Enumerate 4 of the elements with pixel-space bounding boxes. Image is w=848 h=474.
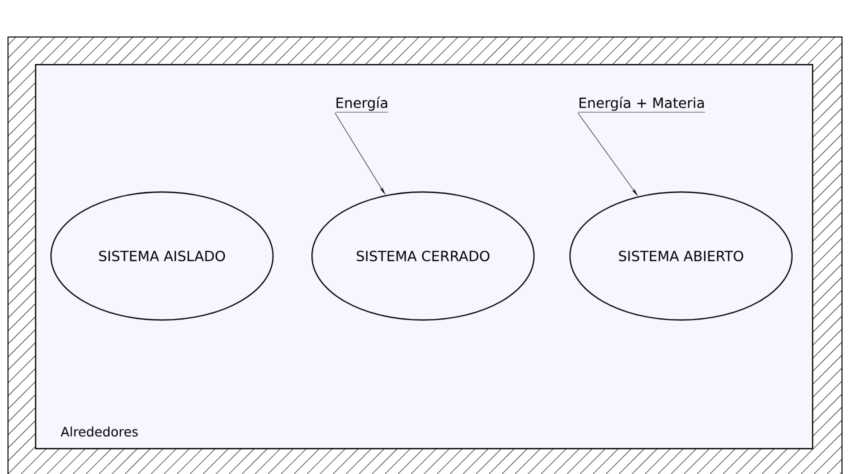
callout-label: Energía [335, 96, 389, 112]
leader-arrow [578, 112, 638, 196]
leader-arrow [334, 112, 386, 194]
callout-label: Energía + Materia [578, 96, 706, 112]
